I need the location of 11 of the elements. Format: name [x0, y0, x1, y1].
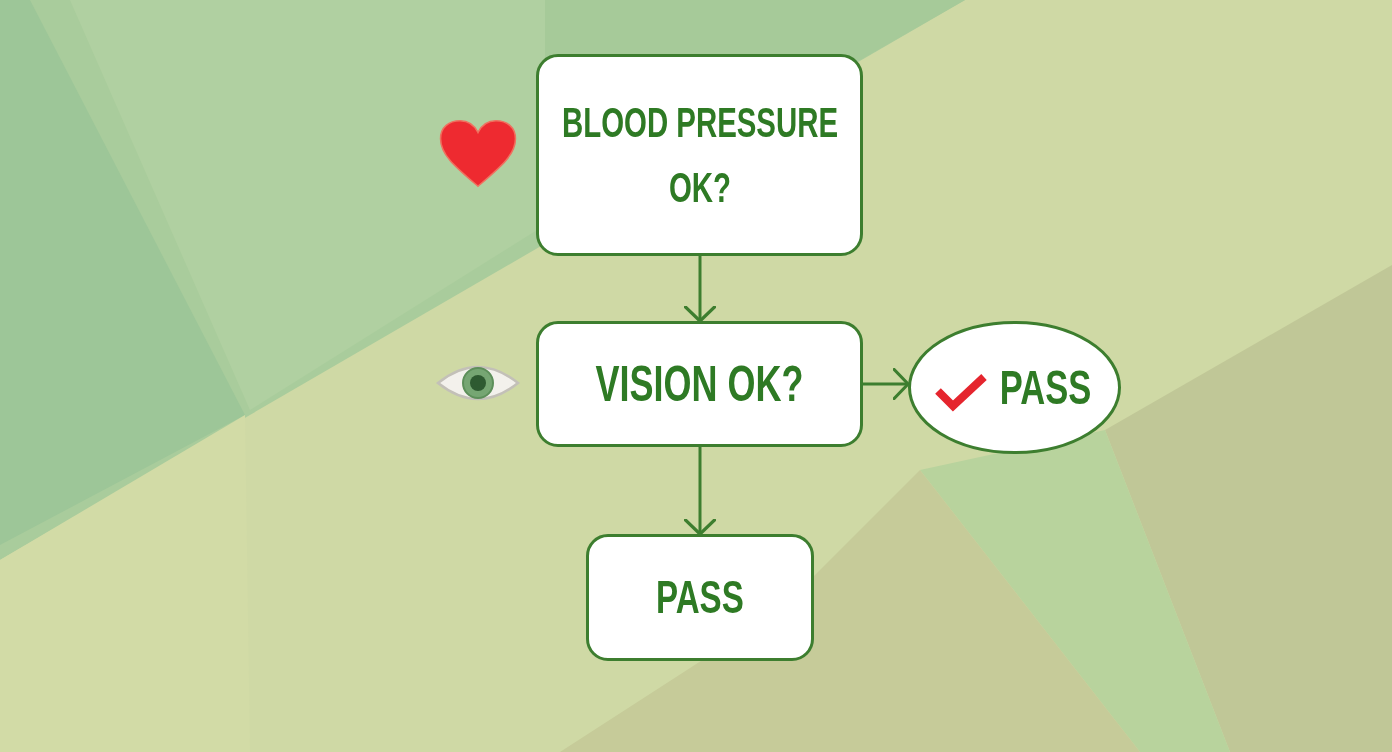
arrow — [683, 256, 717, 323]
decision-box — [536, 54, 863, 256]
result-text: PASS — [656, 569, 744, 625]
result-box — [586, 534, 814, 661]
arrow — [863, 367, 910, 401]
question-text: VISION OK? — [595, 355, 804, 414]
question-text: BLOOD PRESSURE OK? — [560, 97, 839, 213]
arrow — [683, 447, 717, 536]
decision-box — [536, 321, 863, 447]
result-text: PASS — [999, 359, 1092, 416]
result-ellipse — [908, 321, 1121, 454]
